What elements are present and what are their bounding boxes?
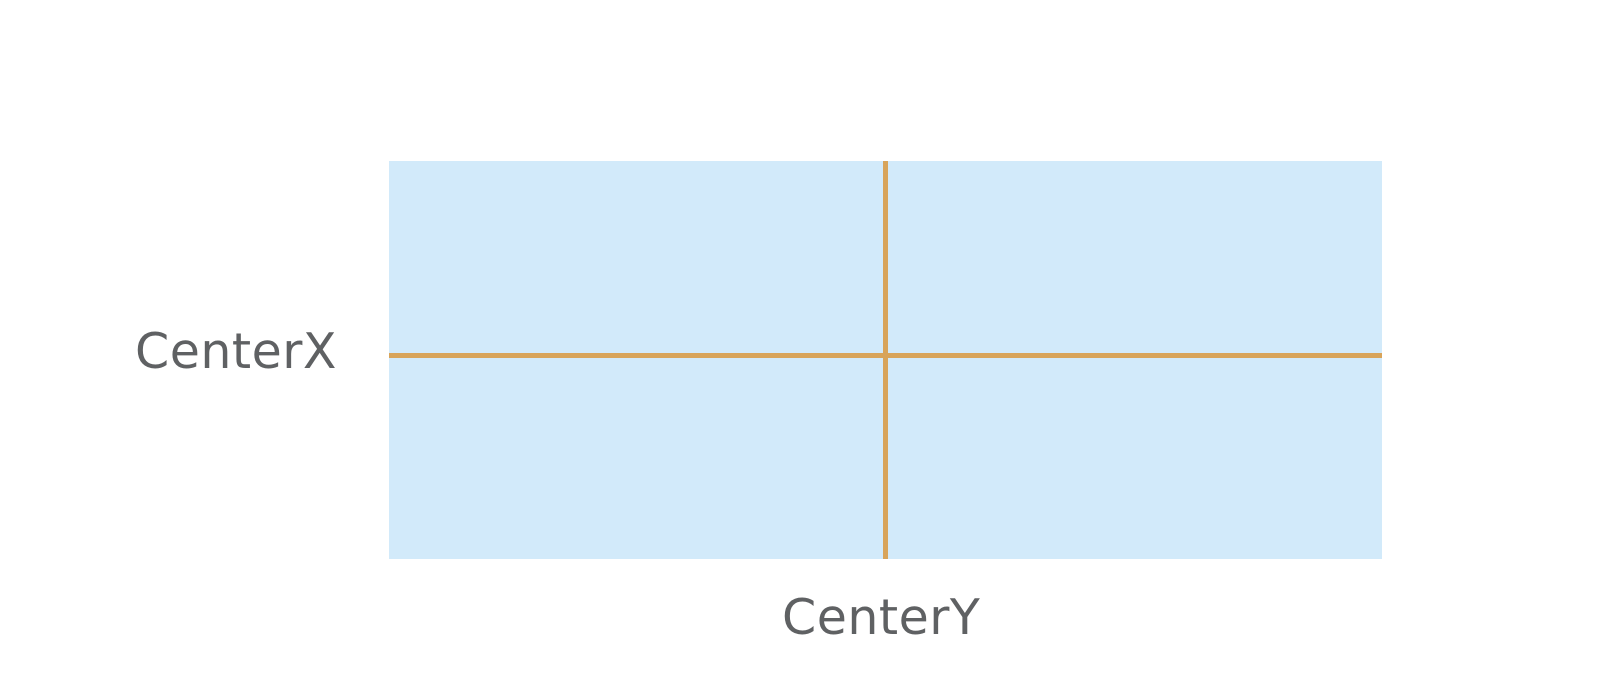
center-y-line (883, 161, 888, 559)
center-x-label: CenterX (135, 323, 337, 380)
center-y-label: CenterY (782, 589, 981, 646)
